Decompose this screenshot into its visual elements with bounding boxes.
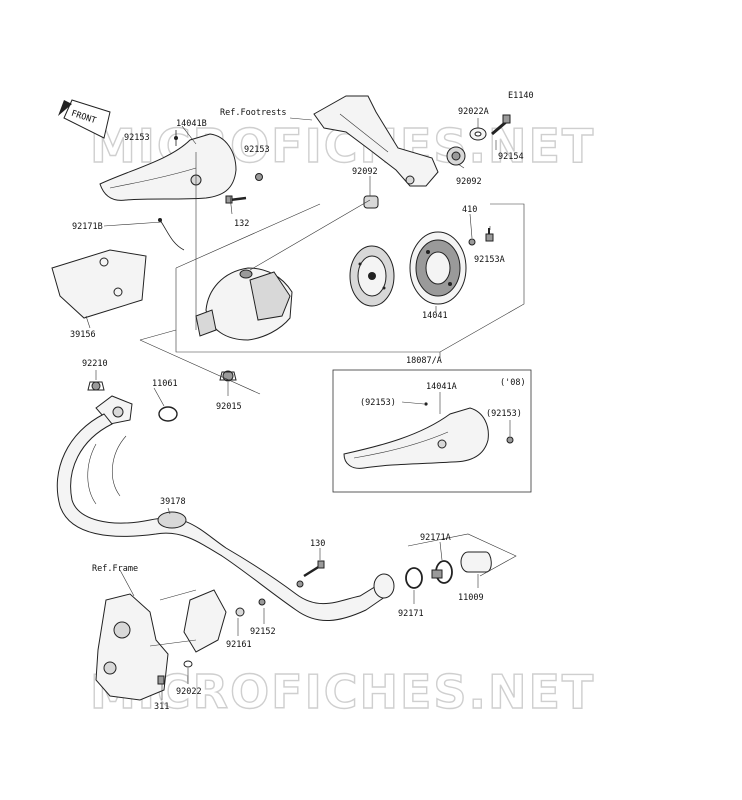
- label-92022: 92022: [176, 687, 202, 697]
- inset-box-08: [332, 369, 532, 493]
- watermark-bottom: MICROFICHES.NET: [90, 665, 595, 719]
- label-39178: 39178: [160, 497, 186, 507]
- label-92092-a: 92092: [352, 167, 378, 177]
- label-92171: 92171: [398, 609, 424, 619]
- label-14041: 14041: [422, 311, 448, 321]
- label-92161: 92161: [226, 640, 252, 650]
- washer-92022a: [469, 127, 487, 141]
- heat-shield-39156: [51, 249, 147, 319]
- label-92153a: 92153A: [474, 255, 505, 265]
- label-11061: 11061: [152, 379, 178, 389]
- bolt-92154: [491, 114, 511, 136]
- bolt-92153a: [485, 228, 494, 242]
- muffler-body: [195, 267, 293, 341]
- clamp-92171: [405, 567, 423, 589]
- ref-footrests: Ref.Footrests: [220, 108, 287, 118]
- label-92153-paren-1: (92153): [360, 398, 396, 408]
- gasket-11009: [460, 551, 492, 573]
- label-130: 130: [310, 539, 325, 549]
- label-92153-paren-2: (92153): [486, 409, 522, 419]
- label-92154: 92154: [498, 152, 524, 162]
- label-410: 410: [462, 205, 477, 215]
- exhaust-pipe-39178: [56, 395, 395, 622]
- end-cap-inner: [349, 245, 395, 307]
- label-92015: 92015: [216, 402, 242, 412]
- end-cap-14041: [409, 231, 467, 305]
- label-18087a: 18087/A: [406, 356, 442, 366]
- bolt-130: [303, 560, 325, 578]
- label-08: ('08): [500, 378, 526, 388]
- label-92153-b: 92153: [244, 145, 270, 155]
- label-11009: 11009: [458, 593, 484, 603]
- heat-guard-14041b: [99, 133, 237, 201]
- diagram-code: E1140: [508, 91, 534, 101]
- label-92171b: 92171B: [72, 222, 103, 232]
- label-92171a: 92171A: [420, 533, 451, 543]
- label-14041b: 14041B: [176, 119, 207, 129]
- label-92152: 92152: [250, 627, 276, 637]
- clamp-92171a: [431, 560, 453, 584]
- ref-frame: Ref.Frame: [92, 564, 138, 574]
- label-39156: 39156: [70, 330, 96, 340]
- label-14041a: 14041A: [426, 382, 457, 392]
- label-132: 132: [234, 219, 249, 229]
- front-arrow-icon: FRONT: [58, 99, 111, 139]
- bolt-132: [225, 195, 247, 204]
- label-92022a: 92022A: [458, 107, 489, 117]
- label-92153-top: 92153: [124, 133, 150, 143]
- label-311: 311: [154, 702, 169, 712]
- heat-guard-14041a: [343, 402, 514, 469]
- footrest-bracket: [313, 95, 466, 209]
- label-92210: 92210: [82, 359, 108, 369]
- label-92092-b: 92092: [456, 177, 482, 187]
- frame-section: [95, 589, 227, 701]
